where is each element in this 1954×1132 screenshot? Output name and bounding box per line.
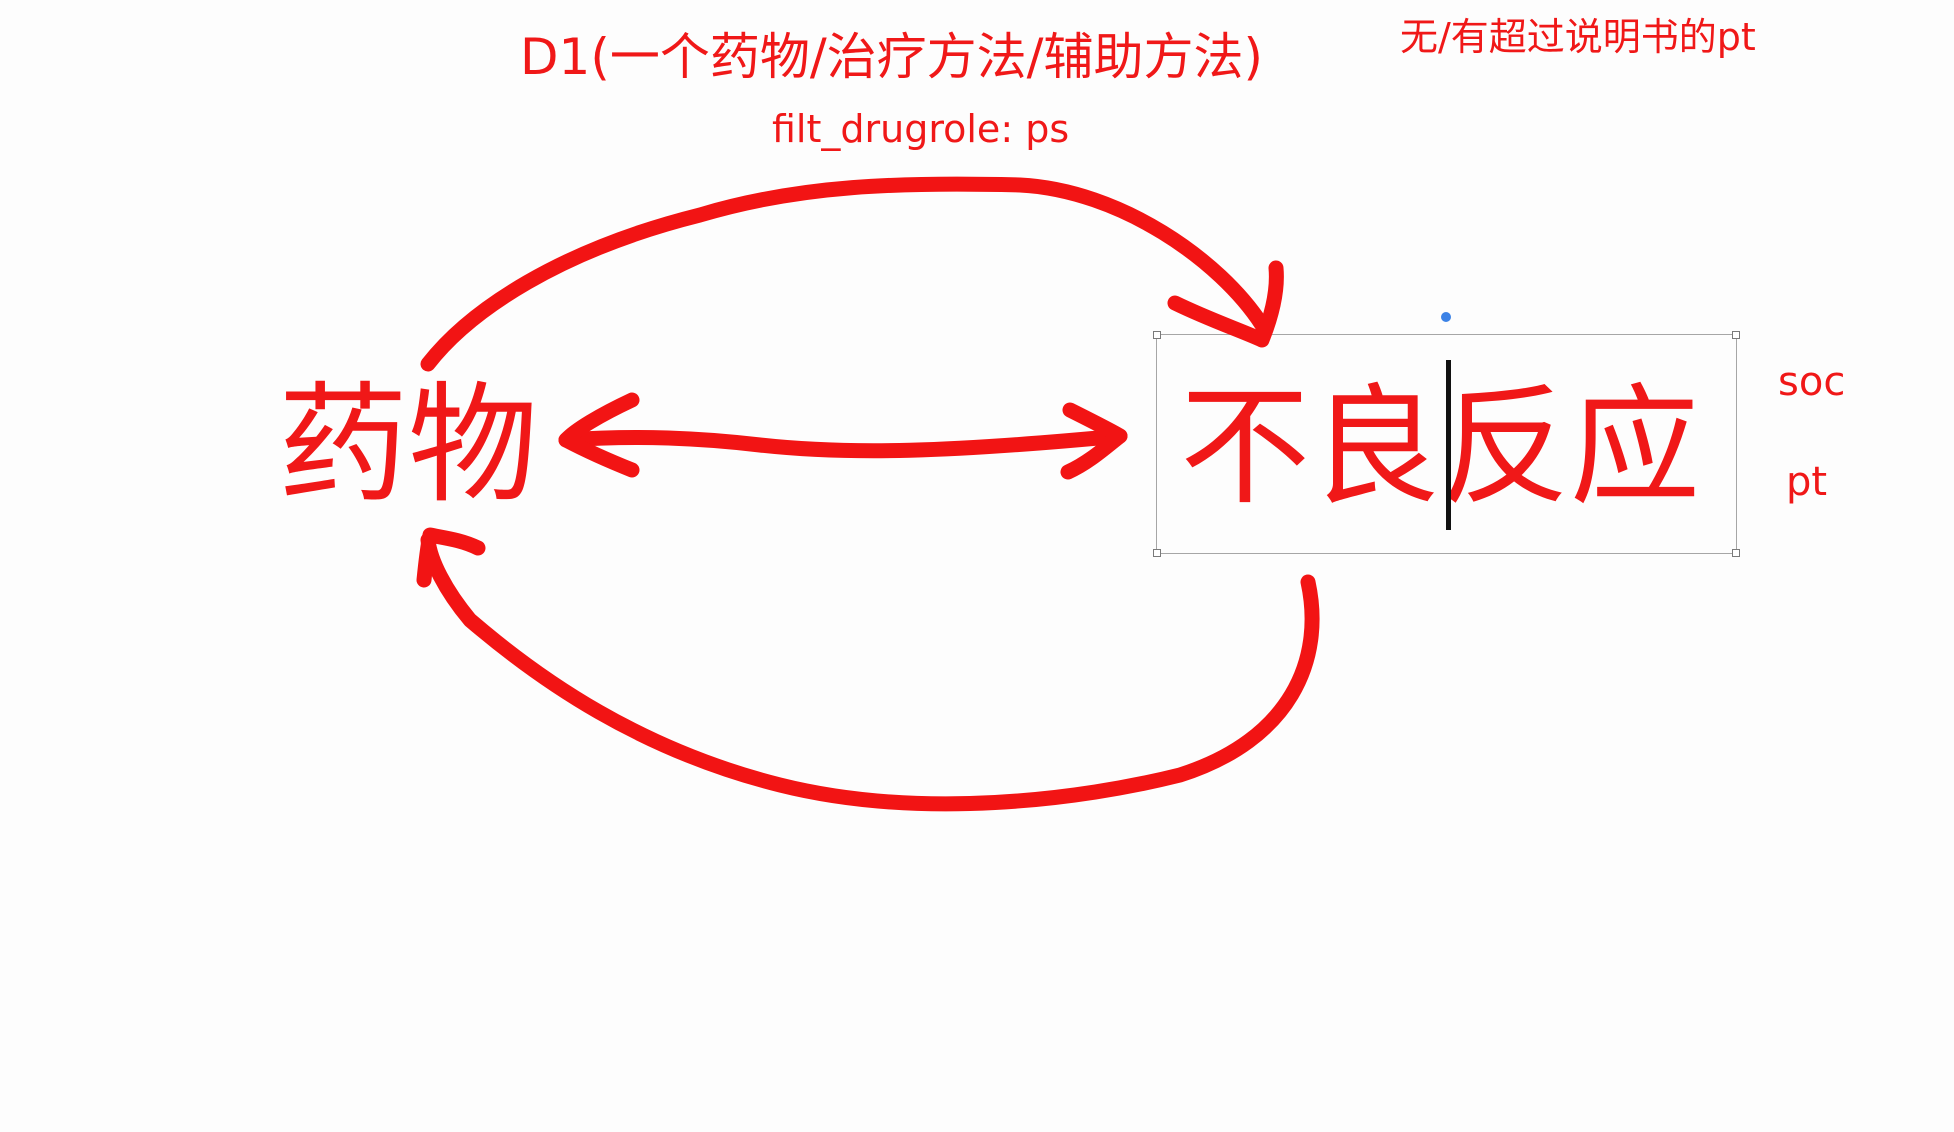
ink-arrowhead-bottom [416, 527, 486, 588]
resize-handle-top-left[interactable] [1153, 331, 1161, 339]
label-adverse-event[interactable]: 不良反应 [1180, 371, 1701, 523]
label-drug[interactable]: 药物 [278, 369, 539, 521]
ink-double-arrow-shaft [558, 428, 1128, 459]
resize-handle-bottom-right[interactable] [1732, 549, 1740, 557]
rotate-handle[interactable] [1441, 312, 1451, 322]
ink-arrowhead-right [1060, 402, 1128, 480]
text-caret [1446, 360, 1451, 530]
resize-handle-bottom-left[interactable] [1153, 549, 1161, 557]
ink-arc-bottom [420, 532, 1320, 812]
ink-arrowhead-left [558, 392, 640, 478]
label-soc[interactable]: soc [1778, 359, 1846, 405]
label-filt-drugrole[interactable]: filt_drugrole: ps [772, 107, 1070, 151]
label-note[interactable]: 无/有超过说明书的pt [1400, 15, 1756, 59]
resize-handle-top-right[interactable] [1732, 331, 1740, 339]
ink-arrowhead-top [1167, 260, 1284, 348]
slide-title[interactable]: D1(一个药物/治疗方法/辅助方法) [520, 28, 1264, 86]
ink-arc-top [420, 176, 1270, 372]
label-pt[interactable]: pt [1786, 459, 1828, 505]
